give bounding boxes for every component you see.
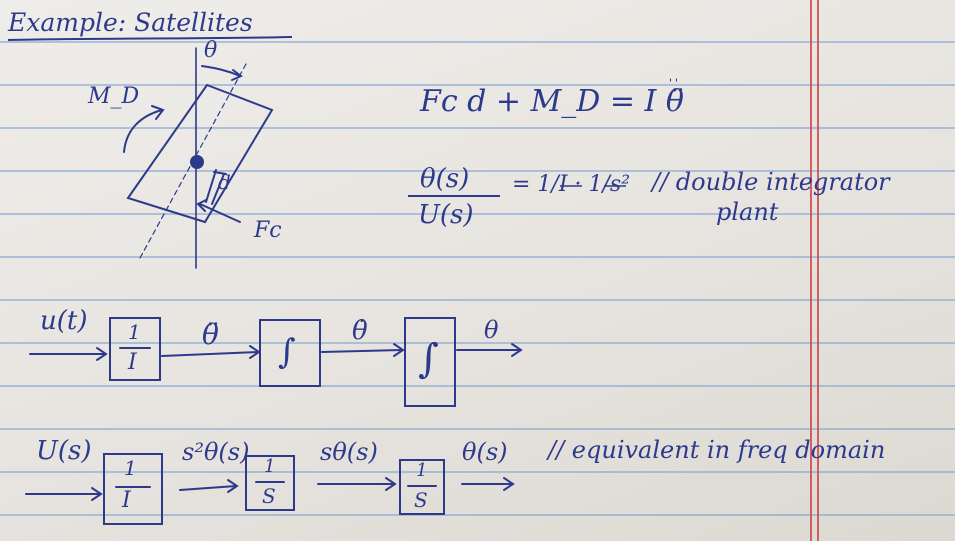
center-of-mass [190, 155, 204, 169]
td-block-1-den: I [128, 350, 137, 375]
satellite-diagram [123, 47, 274, 269]
td-block-3 [404, 317, 456, 407]
fc-force-arrow [196, 199, 241, 223]
fd-block-1-num: 1 [124, 456, 137, 480]
td-block-2-label: ∫ [278, 332, 296, 372]
fd-input-label: U(s) [36, 436, 92, 466]
fd-block-3 [399, 459, 445, 515]
fd-block-2-num: 1 [264, 456, 276, 477]
fd-input-arrow [25, 487, 103, 501]
md-moment-arrow [123, 105, 165, 153]
td-block-2 [259, 319, 321, 387]
theta-arrow [201, 65, 243, 81]
fd-block-1-den: I [122, 488, 131, 513]
page-title: Example: Satellites [8, 8, 253, 37]
td-arrow-3 [456, 343, 523, 357]
d-label: d [218, 170, 231, 194]
theta-label: θ [204, 38, 218, 63]
tf-denominator: U(s) [418, 200, 474, 230]
td-block-3-label: ∫ [418, 336, 439, 382]
time-domain-diagram [29, 317, 523, 407]
fd-arrow-1 [179, 479, 239, 493]
fc-label: Fc [254, 218, 282, 243]
td-signal-2: θ̇ [352, 316, 368, 346]
tf-rhs: = 1/I · 1/s² [512, 172, 631, 197]
tf-comment-line2: plant [716, 198, 779, 226]
freq-domain-diagram [25, 453, 515, 525]
fd-signal-1: s²θ(s) [182, 438, 250, 466]
fd-block-2 [245, 455, 295, 511]
tf-numerator: θ(s) [420, 164, 470, 194]
fd-signal-3: θ(s) [462, 438, 508, 466]
satellite-body [126, 83, 274, 224]
fd-block-2-den: S [262, 484, 276, 508]
td-signal-1: θ̈ [202, 318, 219, 351]
title-underline [7, 36, 293, 41]
md-label: M_D [88, 84, 140, 109]
td-input-label: u(t) [40, 306, 88, 336]
td-input-arrow [29, 347, 108, 361]
fd-comment: // equivalent in freq domain [548, 436, 886, 464]
tf-comment-line1: // double integrator [652, 168, 890, 196]
fd-block-3-num: 1 [416, 460, 428, 481]
fd-block-1 [103, 453, 163, 525]
fd-block-3-den: S [414, 488, 428, 512]
td-signal-3: θ [484, 316, 499, 344]
td-arrow-2 [321, 343, 405, 357]
fd-arrow-2 [317, 477, 397, 491]
d-distance-marks [205, 169, 227, 205]
td-block-1-num: 1 [128, 320, 141, 344]
torque-equation: Fc d + M_D = I θ̈ [420, 84, 684, 119]
fd-signal-2: sθ(s) [320, 438, 378, 466]
fd-arrow-3 [461, 477, 515, 491]
td-block-1 [109, 317, 161, 381]
